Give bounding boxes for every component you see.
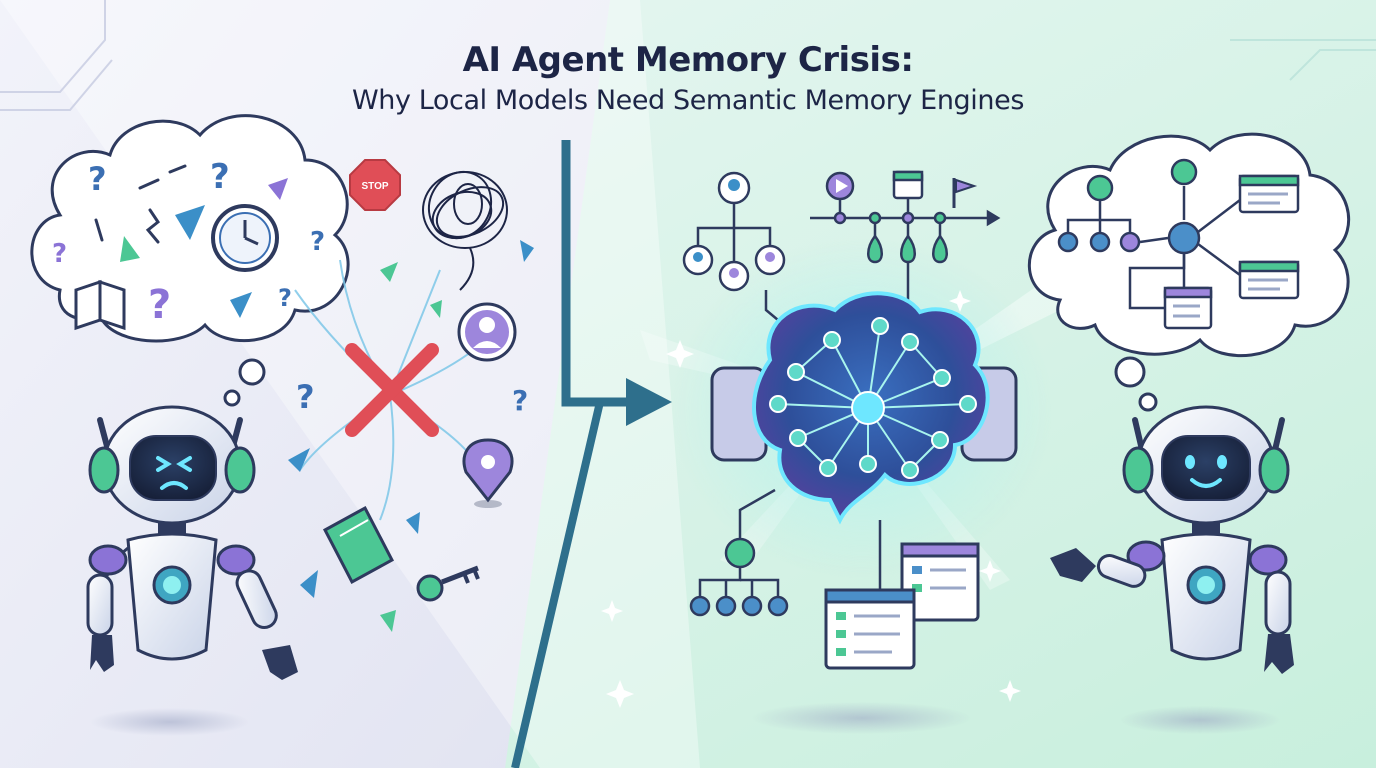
- stop-sign-label: STOP: [361, 181, 388, 192]
- network-graph-icon: [1057, 158, 1300, 330]
- transition-arrow-icon: [626, 378, 672, 426]
- question-mark-icon: ?: [278, 284, 292, 312]
- red-x-icon: [345, 343, 439, 437]
- corner-lines-right: [1230, 39, 1376, 81]
- key-icon: [416, 565, 480, 602]
- user-avatar-icon: [457, 302, 517, 362]
- shard-icon: [175, 205, 205, 240]
- page-title: AI Agent Memory Crisis:: [462, 40, 914, 80]
- corner-lines-left: [0, 0, 113, 111]
- question-mark-icon: ?: [88, 160, 107, 198]
- shard-icon: [120, 236, 140, 262]
- calendar-icon: [892, 170, 924, 212]
- confused-robot-icon: [86, 405, 298, 736]
- scattered-fragments: ? ?: [288, 240, 534, 632]
- green-book-icon: [322, 505, 395, 585]
- sparkle-icons: [601, 290, 1021, 708]
- play-icon: [825, 171, 855, 212]
- timeline-icon: [810, 209, 1001, 300]
- cloud-chaos-content: ? ? ? ? ? ?: [52, 157, 325, 331]
- transition-arrow-line: [561, 140, 632, 407]
- stop-sign-icon: STOP: [349, 159, 401, 211]
- location-pin-icon: [462, 438, 514, 508]
- question-mark-icon: ?: [210, 157, 230, 197]
- bottom-tree-icon: [689, 488, 789, 617]
- open-book-icon: [74, 279, 126, 331]
- question-mark-icon: ?: [296, 378, 315, 416]
- tangled-scribble-icon: [422, 170, 508, 291]
- shard-icon: [230, 292, 252, 318]
- divider-slant-line: [511, 401, 604, 768]
- question-mark-icon: ?: [52, 239, 67, 269]
- happy-robot-icon: [752, 405, 1294, 734]
- question-mark-icon: ?: [310, 227, 325, 257]
- title-block: AI Agent Memory Crisis: Why Local Models…: [0, 38, 1376, 120]
- clock-icon: [211, 204, 279, 272]
- question-mark-icon: ?: [148, 282, 171, 328]
- document-window-icon: [824, 520, 980, 670]
- flag-icon: [952, 178, 978, 208]
- page-subtitle: Why Local Models Need Semantic Memory En…: [351, 85, 1024, 116]
- neural-brain-icon: [710, 291, 1018, 525]
- question-mark-icon: ?: [512, 384, 528, 417]
- shard-icon: [268, 178, 288, 200]
